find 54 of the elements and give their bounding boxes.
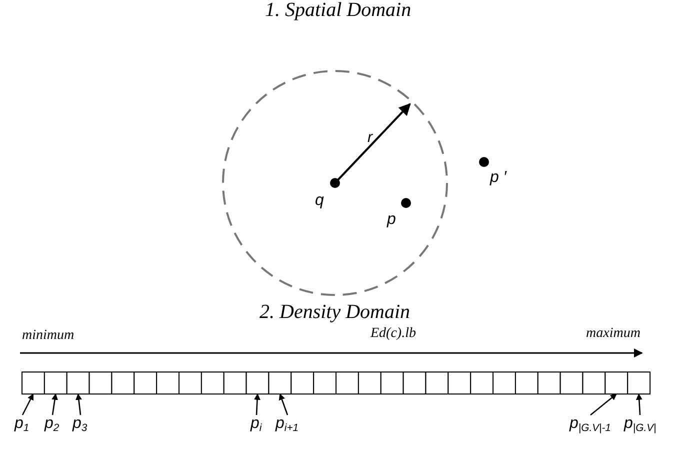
array-cell bbox=[111, 372, 135, 394]
array-cell bbox=[402, 372, 426, 394]
panel-heading: 1. Spatial Domain bbox=[265, 0, 412, 20]
array-cell bbox=[66, 372, 90, 394]
array-cell bbox=[470, 372, 494, 394]
array-cell bbox=[336, 372, 359, 394]
array-cell bbox=[200, 372, 224, 394]
array-cell bbox=[492, 372, 516, 394]
array-cell bbox=[134, 372, 158, 394]
array-cell bbox=[380, 372, 404, 394]
point-label: p$_{2}$ bbox=[44, 416, 60, 435]
leader-arrow bbox=[278, 393, 288, 416]
array-cell bbox=[44, 372, 68, 394]
array-cell bbox=[425, 372, 449, 394]
array-cell bbox=[358, 372, 382, 394]
array-cell bbox=[537, 372, 561, 394]
point-label: p$_{3}$ bbox=[72, 416, 88, 435]
axis-label: maximum bbox=[586, 327, 640, 341]
array-cell bbox=[604, 372, 628, 394]
array-cell bbox=[290, 372, 314, 394]
leader-arrow bbox=[254, 393, 260, 416]
point-label: p$_{i}$ bbox=[250, 416, 262, 435]
point-dot bbox=[401, 198, 411, 208]
leader-arrow bbox=[52, 393, 58, 416]
array-cell bbox=[560, 372, 584, 394]
axis-label: minimum bbox=[22, 329, 74, 343]
leader-arrow bbox=[636, 393, 642, 416]
axis-label: Ed(c).lb bbox=[370, 327, 416, 341]
point-label: q bbox=[315, 193, 324, 209]
point-dot bbox=[330, 178, 340, 188]
radius-label: r bbox=[368, 130, 372, 145]
array-cell bbox=[448, 372, 472, 394]
array-cell bbox=[223, 372, 247, 394]
array-cell bbox=[313, 372, 337, 394]
leader-arrow bbox=[22, 393, 34, 416]
array-cell bbox=[246, 372, 270, 394]
array-cell bbox=[627, 372, 651, 394]
point-dot bbox=[479, 157, 489, 167]
array-cell bbox=[22, 372, 45, 394]
leader-arrow bbox=[76, 393, 82, 416]
array-cell bbox=[178, 372, 202, 394]
array-cell bbox=[582, 372, 606, 394]
point-label: p$_{|G.V|-1}$ bbox=[570, 416, 611, 435]
array-cell bbox=[88, 372, 112, 394]
leader-arrow bbox=[590, 394, 617, 416]
point-label: p ′ bbox=[490, 170, 506, 186]
array-cell bbox=[514, 372, 538, 394]
array-cell bbox=[156, 372, 180, 394]
panel-heading: 2. Density Domain bbox=[260, 302, 410, 322]
point-label: p$_{1}$ bbox=[14, 416, 30, 435]
array-cell bbox=[268, 372, 292, 394]
point-label: p$_{i+1}$ bbox=[276, 416, 299, 435]
point-label: p$_{|G.V|}$ bbox=[624, 416, 656, 435]
point-label: p bbox=[387, 212, 396, 228]
